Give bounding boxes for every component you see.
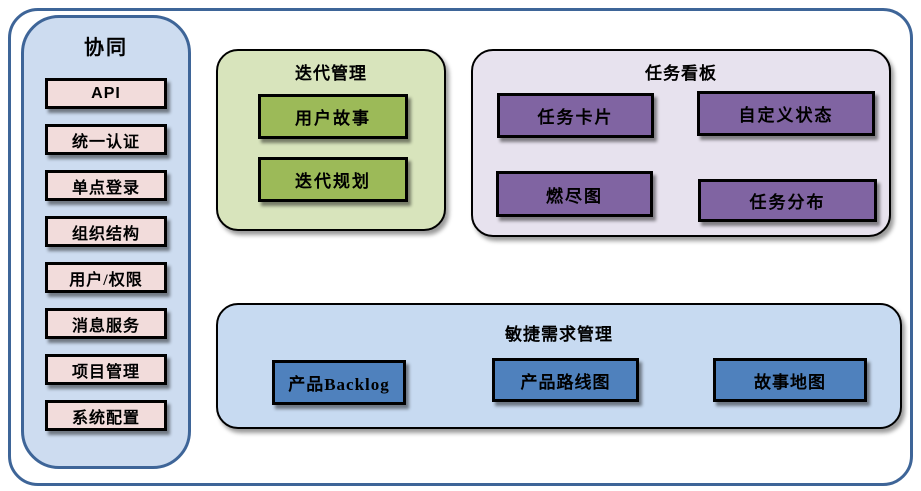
- node-unified-auth: 统一认证: [45, 124, 167, 155]
- node-burndown-chart: 燃尽图: [496, 171, 653, 217]
- node-product-roadmap: 产品路线图: [492, 358, 639, 402]
- agile-requirements-group: 敏捷需求管理 产品Backlog 产品路线图 故事地图: [216, 303, 902, 429]
- node-api: API: [45, 78, 167, 109]
- collaboration-group: 协同 API 统一认证 单点登录 组织结构 用户/权限 消息服务 项目管理 系统…: [21, 15, 191, 469]
- node-system-config: 系统配置: [45, 400, 167, 431]
- node-custom-status: 自定义状态: [697, 91, 875, 136]
- node-user-story: 用户故事: [258, 94, 408, 139]
- node-project-management: 项目管理: [45, 354, 167, 385]
- node-story-map: 故事地图: [713, 358, 867, 402]
- node-message-service: 消息服务: [45, 308, 167, 339]
- node-user-permissions: 用户/权限: [45, 262, 167, 293]
- iteration-management-title: 迭代管理: [295, 64, 367, 83]
- node-iteration-planning: 迭代规划: [258, 157, 408, 202]
- node-product-backlog: 产品Backlog: [272, 360, 406, 405]
- collaboration-item-list: API 统一认证 单点登录 组织结构 用户/权限 消息服务 项目管理 系统配置: [24, 78, 188, 431]
- task-board-group: 任务看板 任务卡片 自定义状态 燃尽图 任务分布: [471, 49, 891, 237]
- task-board-title: 任务看板: [645, 64, 717, 83]
- agile-requirements-title: 敏捷需求管理: [505, 325, 613, 344]
- iteration-management-group: 迭代管理 用户故事 迭代规划: [216, 49, 446, 231]
- outer-frame: 协同 API 统一认证 单点登录 组织结构 用户/权限 消息服务 项目管理 系统…: [8, 8, 913, 486]
- node-org-structure: 组织结构: [45, 216, 167, 247]
- node-task-distribution: 任务分布: [698, 179, 877, 222]
- node-task-card: 任务卡片: [497, 93, 654, 138]
- node-single-sign-on: 单点登录: [45, 170, 167, 201]
- collaboration-group-title: 协同: [84, 37, 128, 59]
